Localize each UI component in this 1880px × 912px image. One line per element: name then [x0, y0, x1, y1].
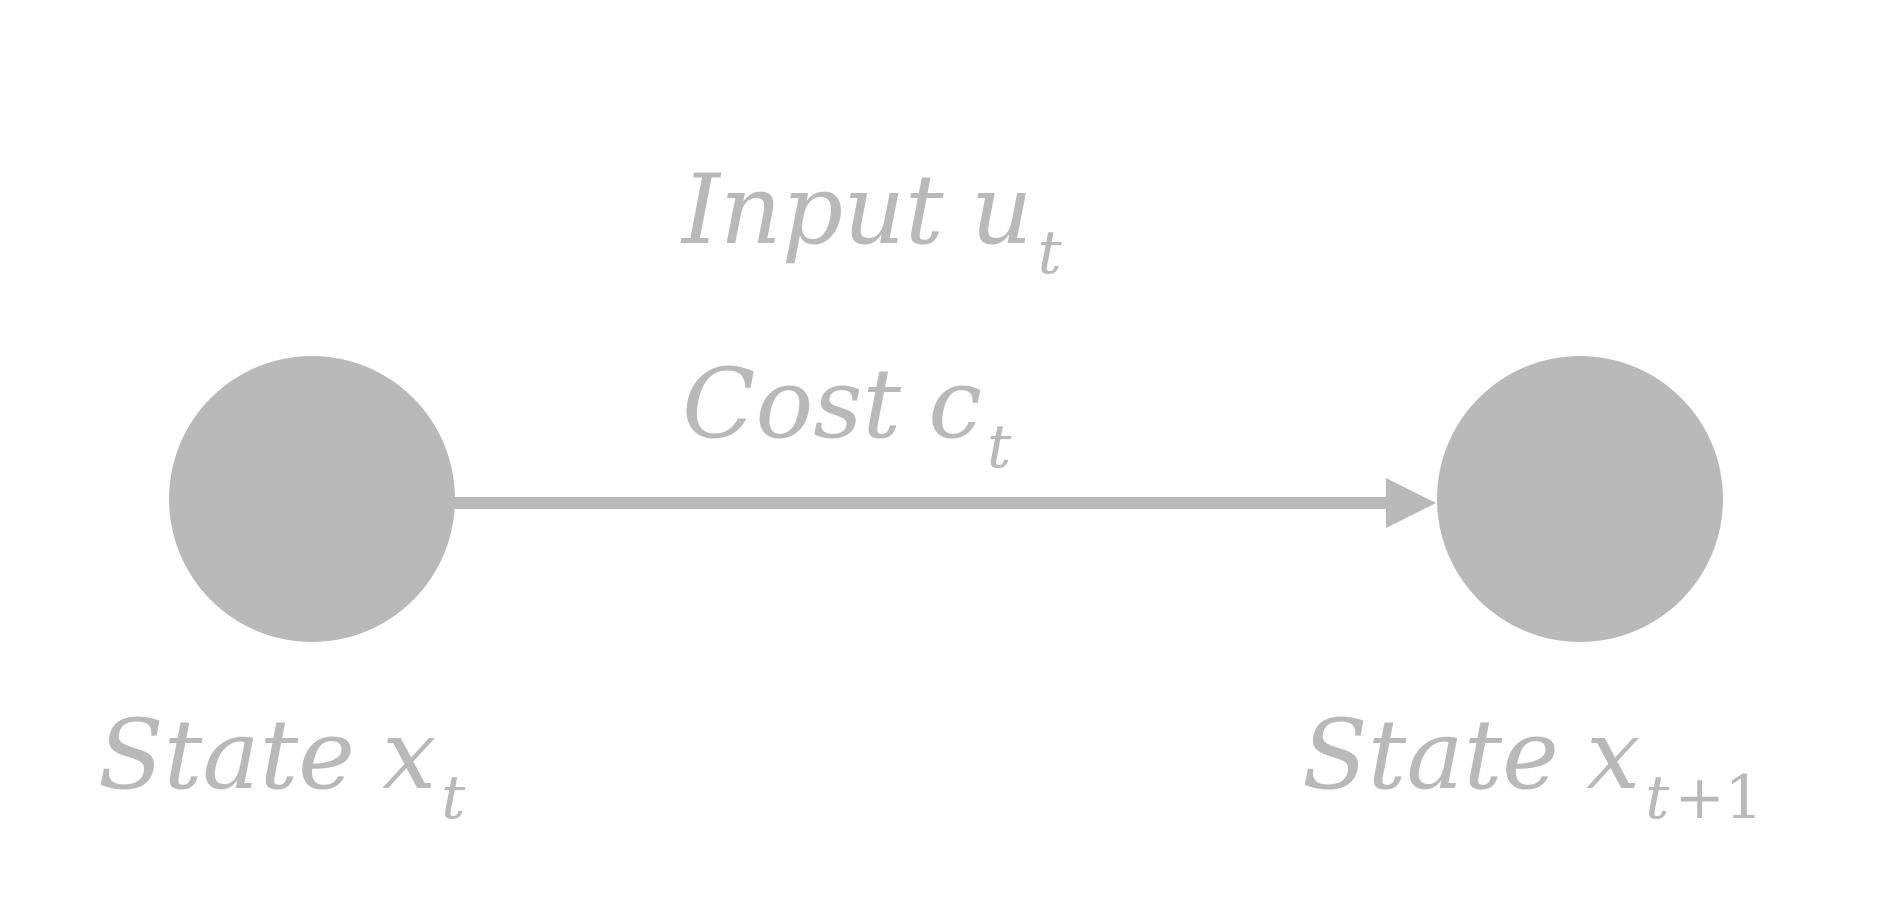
next-state-word: State	[1302, 699, 1559, 811]
input-word: Input	[680, 154, 944, 266]
edge-input-label: Input u t	[680, 154, 1063, 288]
current-state-subscript: t	[441, 763, 466, 833]
input-subscript: t	[1038, 218, 1063, 288]
input-symbol: u	[971, 154, 1033, 266]
next-state-symbol: x	[1586, 699, 1640, 811]
cost-symbol: c	[928, 348, 982, 460]
edge-cost-label: Cost c t	[682, 348, 1012, 482]
current-state-label: State x t	[98, 699, 466, 833]
state-node-next	[1437, 356, 1723, 642]
next-state-subscript: t	[1645, 763, 1670, 833]
cost-subscript: t	[987, 412, 1012, 482]
next-state-label: State x t +1	[1302, 699, 1763, 833]
state-node-current	[169, 356, 455, 642]
next-state-subscript-suffix: +1	[1675, 763, 1763, 833]
cost-word: Cost	[682, 348, 902, 460]
current-state-symbol: x	[382, 699, 436, 811]
transition-arrowhead	[1386, 478, 1436, 528]
current-state-word: State	[98, 699, 355, 811]
